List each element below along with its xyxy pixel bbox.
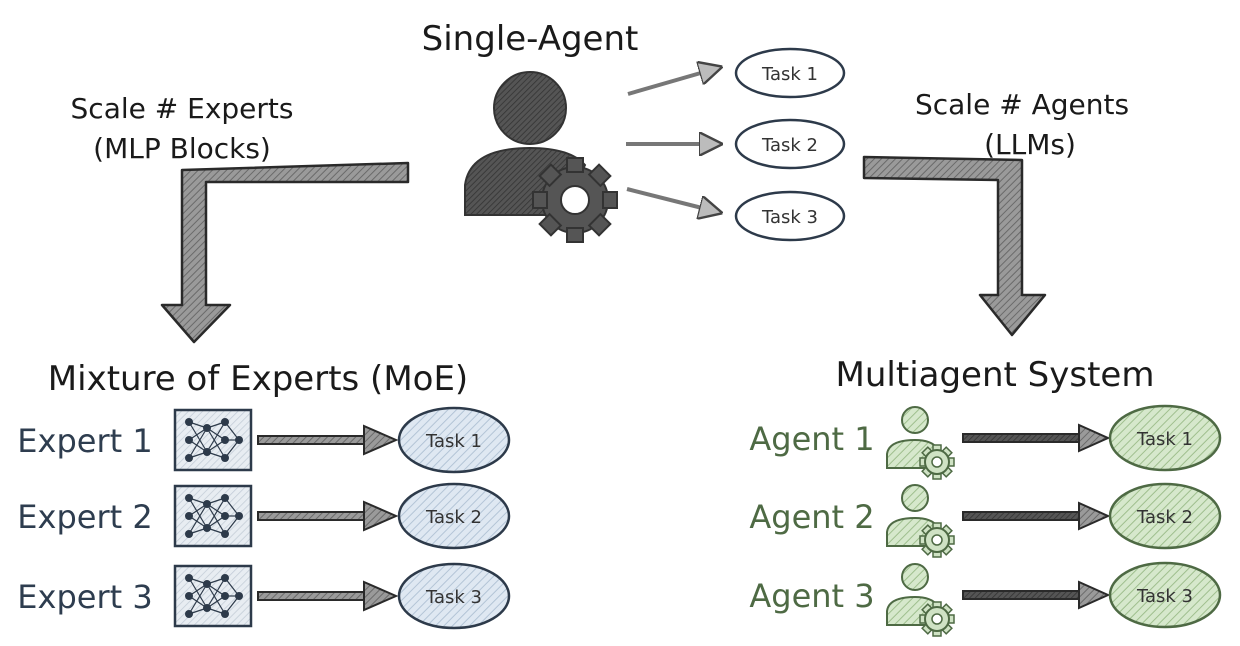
single-agent-task-2: Task 2 bbox=[734, 118, 846, 170]
elbow-arrow-right bbox=[862, 155, 1047, 337]
neural-network-icon bbox=[173, 484, 253, 548]
task-label: Task 1 bbox=[425, 431, 482, 452]
task-label: Task 2 bbox=[1136, 507, 1193, 528]
task-label: Task 3 bbox=[425, 587, 482, 608]
agent-arrow bbox=[962, 423, 1111, 453]
agent-row-2: Agent 2 Task 2 bbox=[749, 482, 1222, 558]
svg-text:(MLP Blocks): (MLP Blocks) bbox=[93, 132, 271, 165]
task-label: Task 2 bbox=[761, 135, 818, 156]
moe-row-3: Expert 3 Task 3 bbox=[17, 562, 511, 630]
task-label: Task 3 bbox=[1136, 586, 1193, 607]
moe-row-1: Expert 1 Task 1 bbox=[17, 406, 511, 474]
expert-task-3: Task 3 bbox=[397, 562, 511, 630]
neural-network-icon bbox=[173, 408, 253, 472]
agent-task-1: Task 1 bbox=[1108, 404, 1222, 472]
moe-title: Mixture of Experts (MoE) bbox=[48, 359, 468, 399]
agent-arrow bbox=[962, 580, 1111, 610]
scale-experts-label: Scale # Experts (MLP Blocks) bbox=[71, 92, 294, 165]
task-label: Task 3 bbox=[761, 207, 818, 228]
expert-label: Expert 3 bbox=[17, 578, 152, 616]
user-gear-icon bbox=[886, 406, 955, 480]
agent-row-1: Agent 1 Task 1 bbox=[749, 404, 1222, 480]
task-label: Task 1 bbox=[1136, 429, 1193, 450]
expert-arrow bbox=[257, 580, 399, 612]
expert-arrow bbox=[257, 424, 399, 456]
task-label: Task 2 bbox=[425, 507, 482, 528]
svg-text:(LLMs): (LLMs) bbox=[984, 128, 1076, 161]
scale-agents-label: Scale # Agents (LLMs) bbox=[915, 88, 1129, 161]
single-agent-arrows bbox=[626, 68, 718, 212]
agent-label: Agent 2 bbox=[749, 498, 874, 536]
user-gear-icon bbox=[886, 563, 955, 637]
agent-task-3: Task 3 bbox=[1108, 561, 1222, 629]
agent-arrow bbox=[962, 501, 1111, 531]
user-gear-icon bbox=[464, 71, 618, 243]
agent-task-2: Task 2 bbox=[1108, 482, 1222, 550]
expert-task-1: Task 1 bbox=[397, 406, 511, 474]
expert-label: Expert 1 bbox=[17, 422, 152, 460]
expert-label: Expert 2 bbox=[17, 498, 152, 536]
neural-network-icon bbox=[173, 564, 253, 628]
svg-text:Scale # Experts: Scale # Experts bbox=[71, 92, 294, 125]
user-gear-icon bbox=[886, 484, 955, 558]
multiagent-title: Multiagent System bbox=[836, 355, 1155, 395]
agent-label: Agent 1 bbox=[749, 420, 874, 458]
agent-label: Agent 3 bbox=[749, 577, 874, 615]
single-agent-title: Single-Agent bbox=[422, 19, 639, 59]
single-agent-task-3: Task 3 bbox=[734, 190, 846, 242]
expert-task-2: Task 2 bbox=[397, 482, 511, 550]
expert-arrow bbox=[257, 500, 399, 532]
single-agent-task-1: Task 1 bbox=[734, 47, 846, 99]
svg-text:Scale # Agents: Scale # Agents bbox=[915, 88, 1129, 121]
elbow-arrow-left bbox=[160, 161, 410, 344]
moe-row-2: Expert 2 Task 2 bbox=[17, 482, 511, 550]
task-label: Task 1 bbox=[761, 64, 818, 85]
agent-row-3: Agent 3 Task 3 bbox=[749, 561, 1222, 637]
